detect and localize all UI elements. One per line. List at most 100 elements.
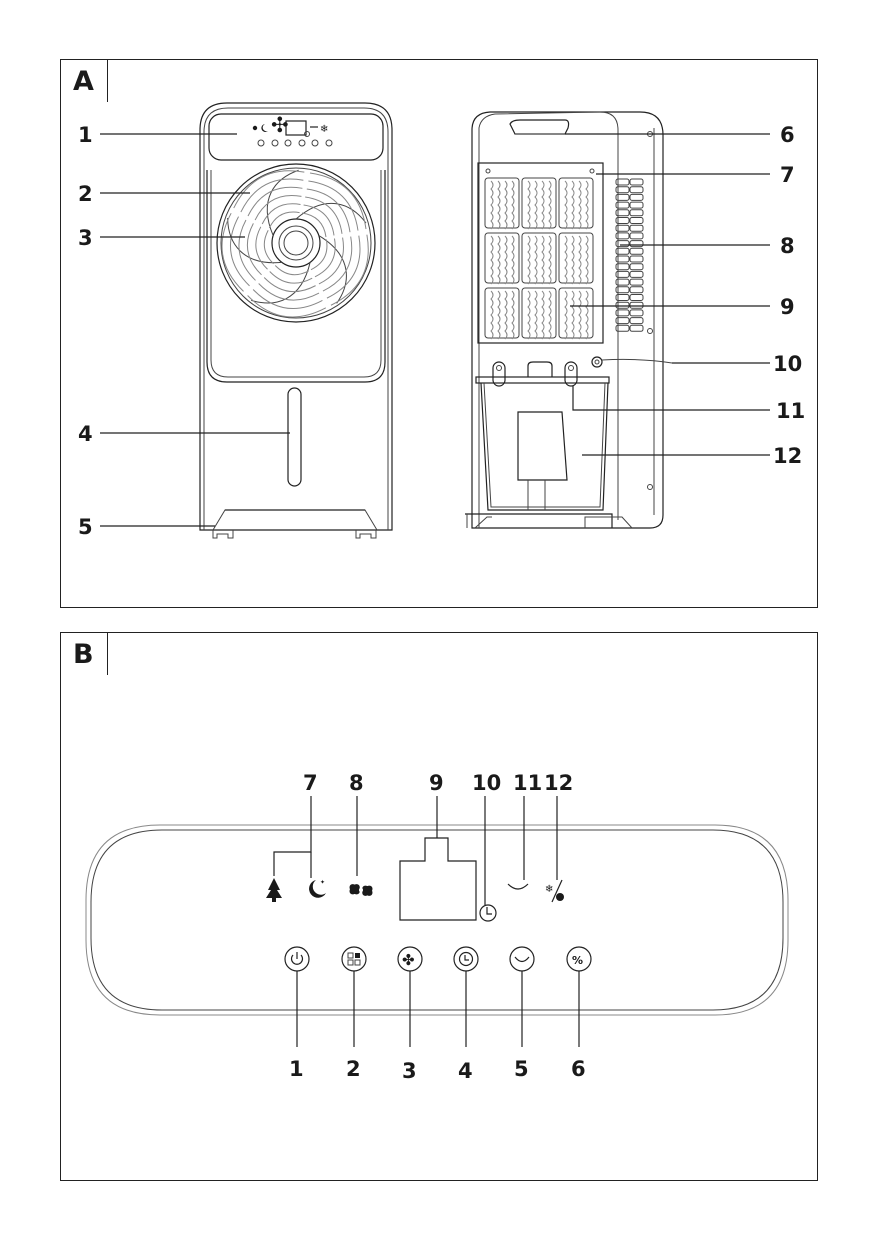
tank-lid [475, 376, 610, 384]
callout-b-8: 8 [349, 771, 364, 795]
swing-icon [514, 956, 530, 963]
vent-slot [615, 247, 630, 255]
callout-b-2: 2 [346, 1057, 361, 1081]
filter-cell [558, 232, 594, 284]
callout-a-8: 8 [780, 234, 795, 258]
swing-icon [507, 883, 529, 890]
vent-slot [615, 309, 630, 317]
drop-icon [252, 125, 258, 131]
filter-cell [484, 177, 520, 229]
power-icon [290, 952, 304, 965]
water-level-window [287, 387, 302, 487]
front-buttons-row [257, 139, 333, 147]
timer-icon [458, 951, 474, 967]
vent-slot [629, 278, 644, 286]
figure-a-panel: A [60, 59, 818, 608]
fan-blade [221, 212, 282, 292]
vent-slot [629, 270, 644, 278]
power-cord-socket [591, 356, 603, 368]
callout-b-5: 5 [514, 1057, 529, 1081]
b-top-callout-lines [273, 796, 558, 905]
callout-a-11: 11 [776, 399, 805, 423]
figure-a-label: A [73, 66, 94, 97]
filter-frame [477, 162, 604, 344]
rear-callout-numbers: 6 7 8 9 10 11 12 [773, 123, 805, 468]
figure-b-panel: B [60, 632, 818, 1181]
vent-slot [615, 263, 630, 271]
callout-a-6: 6 [780, 123, 795, 147]
fan-blade [295, 172, 367, 238]
callout-a-5: 5 [78, 515, 93, 539]
callout-b-11: 11 [513, 771, 542, 795]
front-callout-lines [100, 133, 290, 527]
filter-cell [484, 232, 520, 284]
tree-icon [266, 878, 282, 902]
side-vents [615, 178, 644, 332]
fan-blade [310, 234, 369, 306]
filter-cell [558, 177, 594, 229]
callout-a-1: 1 [78, 123, 93, 147]
vent-slot [629, 263, 644, 271]
vent-slot [629, 178, 644, 186]
b-top-callout-numbers: 7 8 9 10 11 12 [303, 771, 573, 795]
filter-cell [558, 287, 594, 339]
vent-slot [615, 294, 630, 301]
vent-slot [615, 193, 630, 201]
vent-slot [615, 255, 630, 263]
callout-b-1: 1 [289, 1057, 304, 1081]
figure-a-label-divider [107, 60, 109, 102]
fan-speed-icon: ✤ [402, 951, 415, 969]
svg-text:❄: ❄ [545, 884, 553, 895]
rear-view-unit [465, 111, 673, 529]
mode-icon [347, 952, 361, 966]
callout-b-9: 9 [429, 771, 444, 795]
fan-grille [216, 163, 376, 323]
vent-slot [629, 201, 644, 209]
front-callout-numbers: 1 2 3 4 5 [78, 123, 93, 539]
vent-slot [629, 309, 644, 317]
vent-slot [615, 209, 630, 217]
vent-slot [615, 270, 630, 278]
front-wheels [212, 530, 377, 539]
timer-icon [304, 131, 310, 137]
callout-b-12: 12 [544, 771, 573, 795]
vent-slot [615, 201, 630, 209]
callout-b-4: 4 [458, 1059, 473, 1083]
vent-slot [629, 217, 644, 224]
filter-cell [521, 177, 557, 229]
figure-b-label-divider [107, 633, 109, 675]
vent-slot [629, 301, 644, 309]
vent-slot [629, 232, 644, 240]
rear-callout-lines [565, 133, 770, 456]
moon-icon [309, 880, 326, 898]
vent-slot [629, 286, 644, 294]
humidify-icon: ❄ [545, 879, 564, 903]
vent-slot [629, 193, 644, 201]
vent-slot [629, 209, 644, 217]
filter-cell [521, 287, 557, 339]
callout-a-7: 7 [780, 163, 795, 187]
callout-a-12: 12 [773, 444, 802, 468]
control-panel-outline [85, 824, 789, 1016]
vent-slot [629, 240, 644, 248]
filter-cell [521, 232, 557, 284]
tank-clips [492, 361, 578, 387]
vent-slot [615, 240, 630, 248]
vent-slot [629, 317, 644, 325]
humidify-icon: % [572, 954, 583, 967]
figure-b-label: B [73, 639, 94, 670]
callout-b-10: 10 [472, 771, 501, 795]
fan-blades [221, 169, 369, 318]
fan-icon: ✣ [271, 113, 289, 137]
display-window [285, 120, 307, 136]
vent-slot [615, 232, 630, 240]
vent-slot [629, 186, 644, 194]
vent-slot [629, 247, 644, 255]
fan-icon [349, 884, 373, 896]
display-window [399, 837, 477, 921]
indicator-icons: ✦ ❄ [266, 837, 564, 922]
front-view-unit: ✣ ❄ [199, 102, 393, 539]
callout-b-6: 6 [571, 1057, 586, 1081]
vent-slot [615, 178, 630, 186]
vent-slot [629, 255, 644, 263]
